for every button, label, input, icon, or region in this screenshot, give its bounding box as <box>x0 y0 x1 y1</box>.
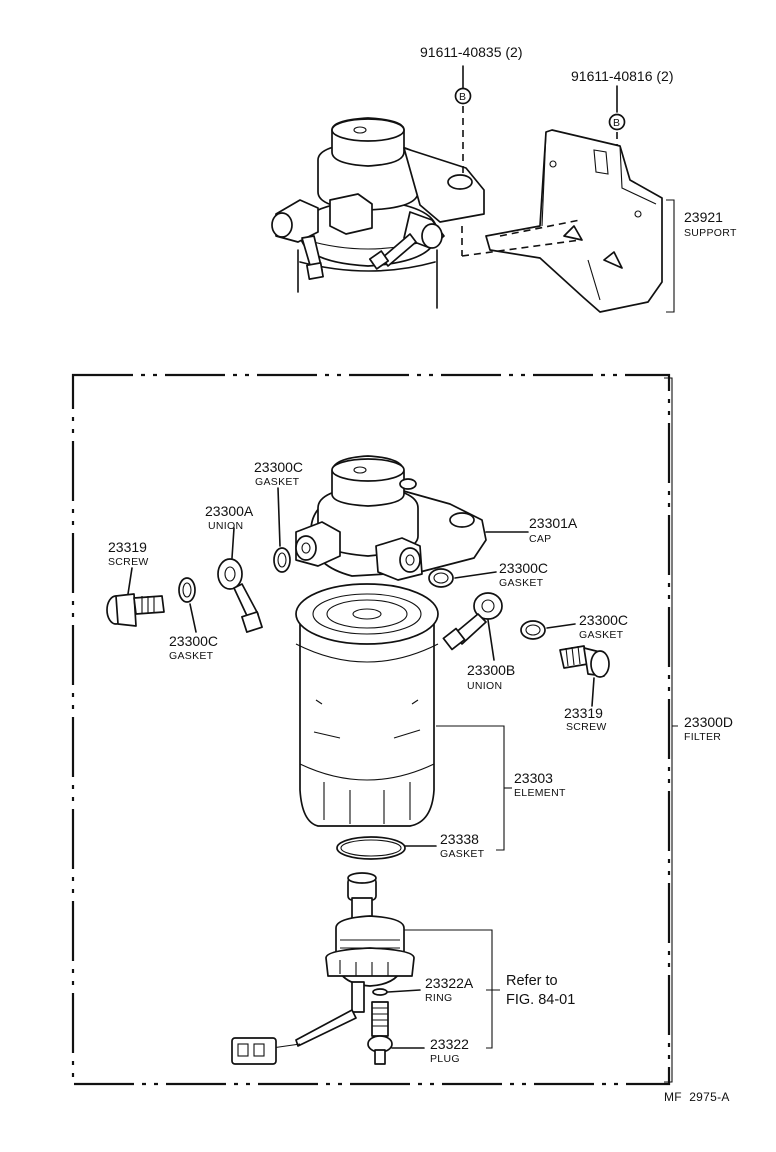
screw-right-number: 23319 <box>564 705 603 721</box>
union-a-number: 23300A <box>205 503 254 519</box>
gasket-mid-name: GASKET <box>499 577 544 589</box>
filter-name: FILTER <box>684 731 721 743</box>
top-filter-assembly-illustration <box>271 117 485 309</box>
union-b-name: UNION <box>467 680 502 692</box>
union-a-name: UNION <box>208 520 243 532</box>
union-b-illustration <box>442 592 503 661</box>
support-bracket-leader <box>666 199 675 313</box>
gasket-top-ring <box>273 487 291 573</box>
filter-assembly-frame <box>71 373 671 1086</box>
plug-name: PLUG <box>430 1053 460 1065</box>
union-b-number: 23300B <box>467 662 515 678</box>
bolt-b1-marker: B <box>459 91 466 103</box>
gasket-mid-number: 23300C <box>499 560 548 576</box>
cap-name: CAP <box>529 533 552 545</box>
gasket-left-ring <box>178 577 197 633</box>
bolt-b1-leader <box>454 65 472 178</box>
refer-bracket <box>404 929 500 1049</box>
screw-left-number: 23319 <box>108 539 147 555</box>
element-number: 23303 <box>514 770 553 786</box>
figure-code: MF 2975-A <box>664 1090 730 1104</box>
screw-left-name: SCREW <box>108 556 149 568</box>
element-name: ELEMENT <box>514 787 566 799</box>
support-name: SUPPORT <box>684 227 737 239</box>
gasket-top-name: GASKET <box>255 476 300 488</box>
gasket-left-name: GASKET <box>169 650 214 662</box>
bolt-b1-number: 91611-40835 (2) <box>420 44 522 60</box>
ring-name: RING <box>425 992 452 1004</box>
gasket-right-number: 23300C <box>579 612 628 628</box>
support-bracket-illustration <box>461 129 663 313</box>
filter-bracket <box>664 377 678 1083</box>
refer-line-1: Refer to <box>506 973 558 989</box>
bolt-b2-number: 91611-40816 (2) <box>571 68 673 84</box>
gasket-bottom-name: GASKET <box>440 848 485 860</box>
gasket-bottom-number: 23338 <box>440 831 479 847</box>
screw-right-illustration <box>559 645 610 707</box>
refer-line-2: FIG. 84-01 <box>506 992 575 1008</box>
filter-number: 23300D <box>684 714 733 730</box>
gasket-mid-ring <box>428 568 497 588</box>
bolt-b2-marker: B <box>613 117 620 129</box>
cap-number: 23301A <box>529 515 578 531</box>
screw-left-illustration <box>106 567 165 627</box>
gasket-top-number: 23300C <box>254 459 303 475</box>
gasket-bottom-ring <box>336 836 437 860</box>
support-number: 23921 <box>684 209 723 225</box>
filter-element-illustration <box>295 583 439 827</box>
gasket-right-name: GASKET <box>579 629 624 641</box>
gasket-right-ring <box>520 620 576 640</box>
water-sensor-illustration <box>231 872 425 1065</box>
union-a-illustration <box>217 527 263 633</box>
plug-number: 23322 <box>430 1036 469 1052</box>
ring-number: 23322A <box>425 975 474 991</box>
gasket-left-number: 23300C <box>169 633 218 649</box>
cap-illustration <box>295 455 487 581</box>
screw-right-name: SCREW <box>566 721 607 733</box>
